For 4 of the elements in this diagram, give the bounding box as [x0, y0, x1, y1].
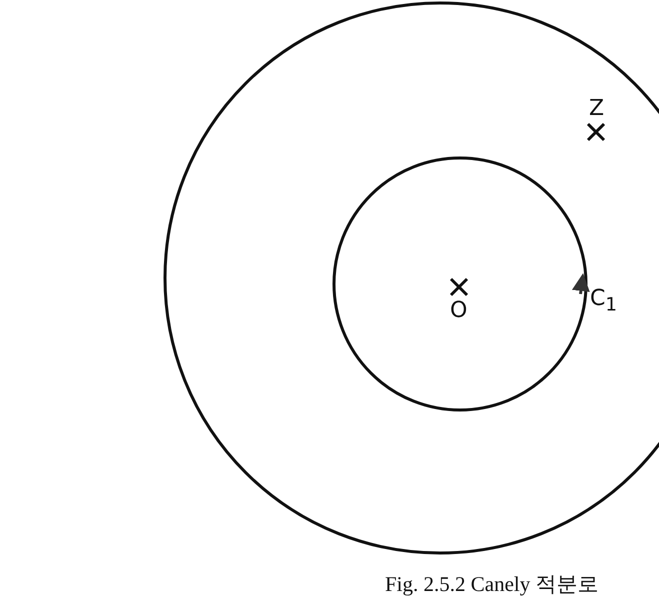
point-label: C$_{1}$	[590, 288, 618, 315]
point-label: Z	[589, 98, 604, 120]
point-label: O	[450, 300, 468, 322]
caption: Fig. 2.5.2 Canely 적분로	[385, 571, 598, 598]
